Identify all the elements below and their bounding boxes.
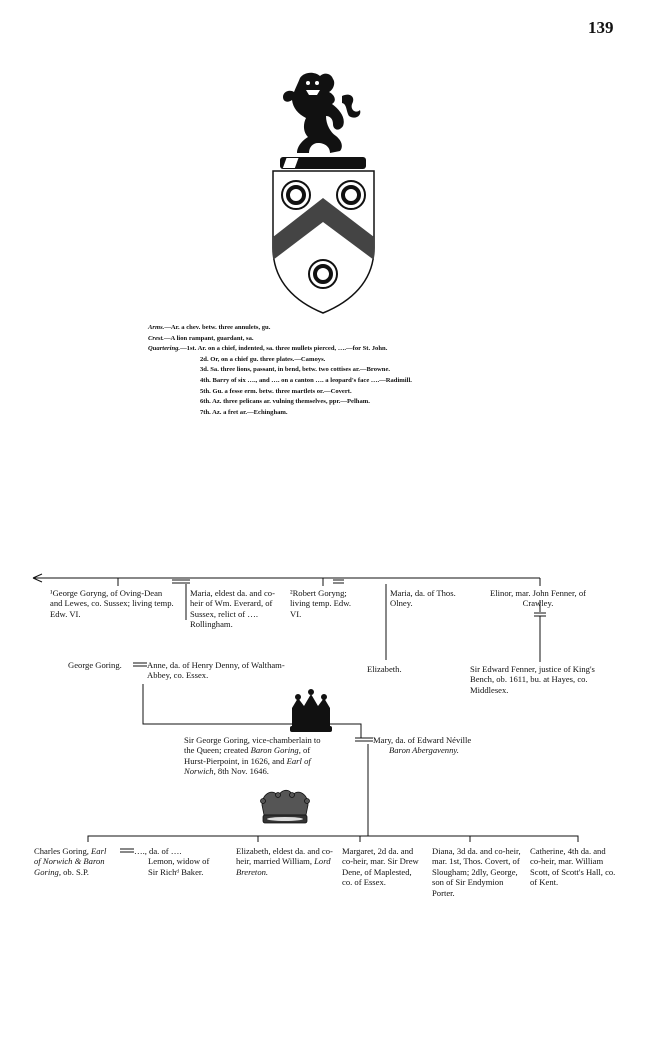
sir-george-l2c: of bbox=[301, 745, 310, 755]
lemon-line-1: …., da. of …. bbox=[134, 846, 220, 856]
sir-george-l2b: Baron Goring, bbox=[251, 745, 301, 755]
charles-l2: of Norwich & Baron bbox=[34, 856, 105, 866]
sir-george-l4b: 8th Nov. 1646. bbox=[216, 766, 269, 776]
charles-l3a: Goring, bbox=[34, 867, 61, 877]
mary-neville-line-2: Baron Abergavenny. bbox=[373, 745, 523, 755]
sir-george-line-2: the Queen; created Baron Goring, of bbox=[184, 745, 360, 755]
sir-george-l3b: Earl of bbox=[287, 756, 311, 766]
person-sir-george-goring: Sir George Goring, vice-chamberlain to t… bbox=[184, 735, 360, 777]
person-margaret: Margaret, 2d da. and co-heir, mar. Sir D… bbox=[342, 846, 424, 888]
charles-line-3: Goring, ob. S.P. bbox=[34, 867, 120, 877]
person-charles-goring: Charles Goring, Earl of Norwich & Baron … bbox=[34, 846, 120, 877]
charles-line-2: of Norwich & Baron bbox=[34, 856, 120, 866]
person-elizabeth: Elizabeth. bbox=[367, 664, 417, 674]
charles-l3b: ob. S.P. bbox=[61, 867, 89, 877]
person-maria-rollingham: Maria, eldest da. and co-heir of Wm. Eve… bbox=[190, 588, 282, 630]
charles-l1b: Earl bbox=[91, 846, 106, 856]
person-anne-denny: Anne, da. of Henry Denny, of Waltham-Abb… bbox=[147, 660, 285, 681]
person-mary-neville: Mary, da. of Edward Néville Baron Aberga… bbox=[373, 735, 523, 756]
sir-george-l2a: the Queen; created bbox=[184, 745, 251, 755]
person-diana: Diana, 3d da. and co-heir, mar. 1st, Tho… bbox=[432, 846, 522, 898]
person-lemon: …., da. of …. Lemon, widow of Sir Richᵈ … bbox=[134, 846, 220, 877]
person-elizabeth-brereton: Elizabeth, eldest da. and co-heir, marri… bbox=[236, 846, 334, 877]
sir-george-line-1: Sir George Goring, vice-chamberlain to bbox=[184, 735, 360, 745]
lemon-line-2: Lemon, widow of bbox=[134, 856, 220, 866]
mary-neville-line-1: Mary, da. of Edward Néville bbox=[373, 735, 523, 745]
sir-george-l3a: Hurst-Pierpoint, in 1626, and bbox=[184, 756, 287, 766]
person-robert-goryng: ²Robert Goryng; living temp. Edw. VI. bbox=[290, 588, 356, 619]
person-catherine: Catherine, 4th da. and co-heir, mar. Wil… bbox=[530, 846, 618, 888]
sir-george-line-3: Hurst-Pierpoint, in 1626, and Earl of bbox=[184, 756, 360, 766]
person-elinor: Elinor, mar. John Fenner, of Crawley. bbox=[482, 588, 594, 609]
person-maria-olney: Maria, da. of Thos. Olney. bbox=[390, 588, 456, 609]
mary-neville-title: Baron Abergavenny. bbox=[389, 745, 459, 755]
sir-george-line-4: Norwich, 8th Nov. 1646. bbox=[184, 766, 360, 776]
person-george-goring: George Goring. bbox=[68, 660, 140, 670]
lemon-line-3: Sir Richᵈ Baker. bbox=[134, 867, 220, 877]
sir-george-l4a: Norwich, bbox=[184, 766, 216, 776]
person-edward-fenner: Sir Edward Fenner, justice of King's Ben… bbox=[470, 664, 610, 695]
person-george-goryng: ¹George Goryng, of Oving-Dean and Lewes,… bbox=[50, 588, 174, 619]
charles-line-1: Charles Goring, Earl bbox=[34, 846, 120, 856]
charles-l1a: Charles Goring, bbox=[34, 846, 91, 856]
